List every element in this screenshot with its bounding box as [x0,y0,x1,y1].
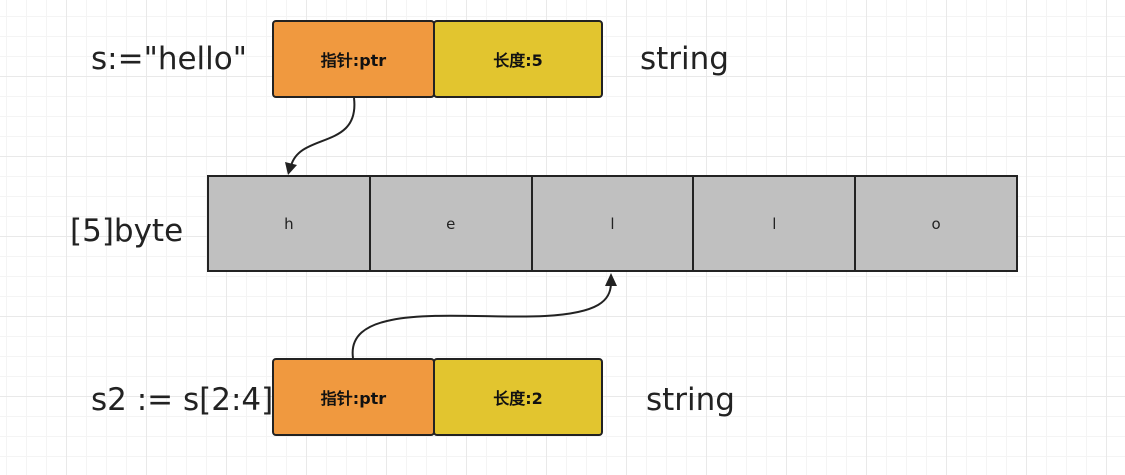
s-len-label: 长度:5 [493,51,543,70]
byte-cell: h [209,177,371,270]
s-ptr-arrowhead [285,162,297,175]
s-type-label: string [640,41,729,77]
s-len-field: 长度:5 [433,20,603,98]
s2-len-label: 长度:2 [493,389,543,408]
s2-declaration: s2 := s[2:4] [91,382,274,418]
s2-type-label: string [646,382,735,418]
byte-cell: e [371,177,533,270]
s-ptr-field: 指针:ptr [272,20,435,98]
array-type-label: [5]byte [70,213,184,249]
s-ptr-arrow [290,97,356,167]
s2-ptr-field: 指针:ptr [272,358,435,436]
byte-cell: o [931,214,941,233]
s-ptr-label: 指针:ptr [320,51,387,70]
s2-ptr-label: 指针:ptr [320,389,387,408]
byte-cell: l [533,177,695,270]
s2-ptr-arrow [351,283,612,359]
s2-ptr-arrowhead [605,273,617,286]
s2-len-field: 长度:2 [433,358,603,436]
byte-array: h e l l o [207,175,1018,272]
byte-cell: l [694,177,857,270]
s-declaration: s:="hello" [91,41,247,77]
